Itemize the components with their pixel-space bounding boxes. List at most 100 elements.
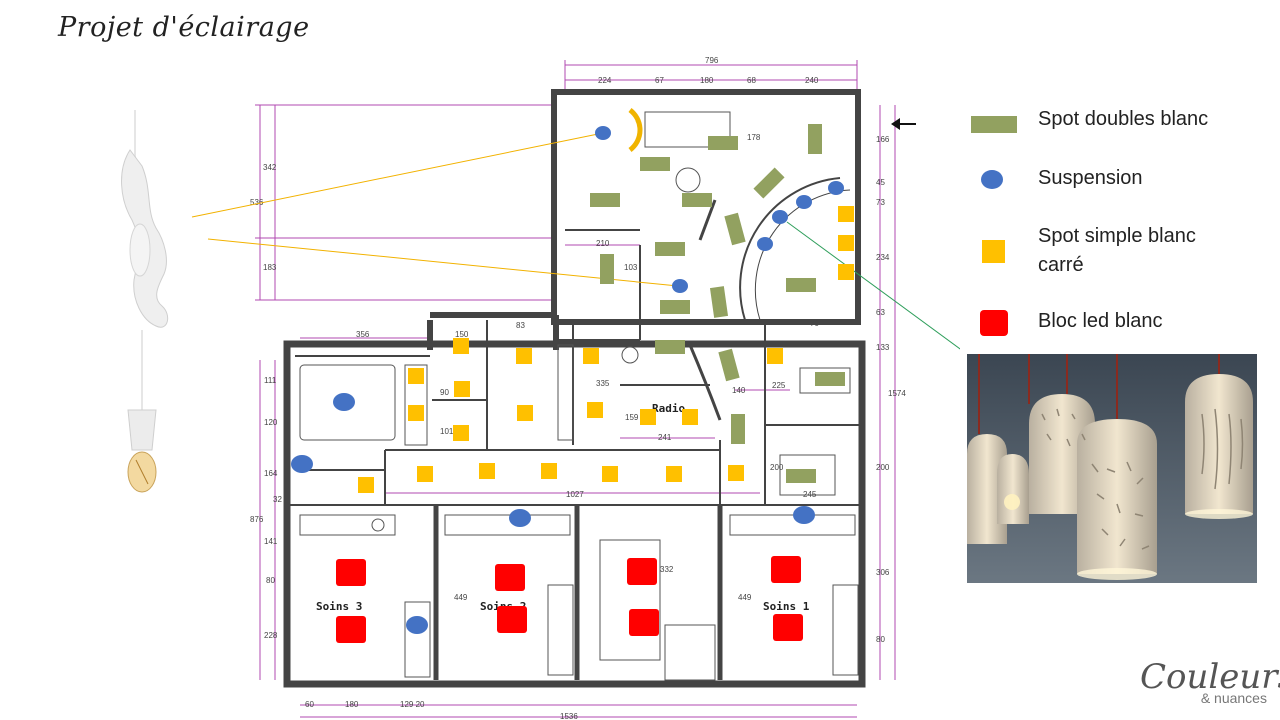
single-spot (408, 405, 424, 421)
dim-183: 183 (263, 263, 277, 272)
legend-suspension-symbol (981, 170, 1003, 189)
suspension (828, 181, 844, 195)
dim-1536: 1536 (560, 712, 578, 720)
double-spot (718, 348, 740, 382)
pointer-line-bottom (207, 238, 679, 287)
suspension (509, 509, 531, 527)
dim-449b: 449 (738, 593, 752, 602)
dim-1027: 1027 (566, 490, 584, 499)
single-spot (640, 409, 656, 425)
dimension-labels: 796 224 67 180 68 240 342 536 183 178 16… (250, 56, 906, 720)
legend-single-spot-symbol (982, 240, 1005, 263)
single-spot (838, 206, 854, 222)
pointer-line-photo (786, 221, 960, 350)
single-spot (454, 381, 470, 397)
dim-133: 133 (876, 343, 890, 352)
single-spots (358, 206, 854, 493)
room-label-radio: Radio (652, 402, 685, 415)
dim-166: 166 (876, 135, 890, 144)
double-spot (708, 136, 738, 150)
dim-141: 141 (264, 537, 278, 546)
walls (283, 89, 866, 688)
single-spot (602, 466, 618, 482)
double-spot (753, 167, 785, 199)
dim-234: 234 (876, 253, 890, 262)
dim-67: 67 (655, 76, 664, 85)
dim-335: 335 (596, 379, 610, 388)
brand-name: Couleurs (1140, 657, 1280, 697)
single-spot (453, 338, 469, 354)
double-spot (786, 469, 816, 483)
legend-led-block-symbol (980, 310, 1008, 336)
suspension (793, 506, 815, 524)
dim-68: 68 (747, 76, 756, 85)
arrow-left-icon (891, 118, 916, 130)
legend-double-spot-symbol (971, 116, 1017, 133)
brand-logo: Couleurs & nuances (1140, 660, 1280, 706)
dimension-lines (255, 60, 896, 718)
single-spot (666, 466, 682, 482)
dim-101: 101 (440, 427, 454, 436)
single-spot (728, 465, 744, 481)
single-spot (682, 409, 698, 425)
led-blocks (336, 556, 803, 643)
legend-suspension-label: Suspension (1038, 167, 1143, 189)
room-label-soins3: Soins 3 (316, 600, 362, 613)
dim-103: 103 (624, 263, 638, 272)
legend-led-block-label: Bloc led blanc (1038, 310, 1163, 332)
dim-32: 32 (273, 495, 282, 504)
dim-228: 228 (264, 631, 278, 640)
dim-224: 224 (598, 76, 612, 85)
dim-180: 180 (700, 76, 714, 85)
dim-178: 178 (747, 133, 761, 142)
room-label-soins1: Soins 1 (763, 600, 810, 613)
suspension (672, 279, 688, 293)
led-block (773, 614, 803, 641)
suspension (772, 210, 788, 224)
single-spot (417, 466, 433, 482)
suspensions (291, 126, 844, 634)
double-spot (682, 193, 712, 207)
dim-240: 240 (805, 76, 819, 85)
dim-60: 60 (305, 700, 314, 709)
led-block (336, 559, 366, 586)
dim-306: 306 (876, 568, 890, 577)
single-spot (838, 264, 854, 280)
dim-180b: 180 (345, 700, 359, 709)
single-spot (408, 368, 424, 384)
led-block (629, 609, 659, 636)
single-spot (587, 402, 603, 418)
pointer-line-top (191, 132, 604, 218)
led-block (336, 616, 366, 643)
suspension (595, 126, 611, 140)
squirrel-lamp-image (121, 110, 169, 493)
suspension (333, 393, 355, 411)
furniture (299, 108, 859, 681)
dim-80b: 80 (876, 635, 885, 644)
double-spot (640, 157, 670, 171)
double-spot (590, 193, 620, 207)
led-block (497, 606, 527, 633)
single-spot (583, 348, 599, 364)
dim-796: 796 (705, 56, 719, 65)
single-spot (358, 477, 374, 493)
double-spot (815, 372, 845, 386)
double-spot (655, 340, 685, 354)
legend-double-spot-label: Spot doubles blanc (1038, 108, 1209, 130)
floor-plan: Soins 3 Soins 2 Soins 1 Radio 796 224 67… (191, 56, 960, 720)
dim-63: 63 (876, 308, 885, 317)
double-spot (786, 278, 816, 292)
dim-140: 140 (732, 386, 746, 395)
dim-80: 80 (266, 576, 275, 585)
double-spots (590, 124, 845, 483)
dim-70: 70 (810, 319, 819, 328)
double-spot (709, 286, 729, 318)
dim-90: 90 (440, 388, 449, 397)
double-spot (600, 254, 614, 284)
led-block (627, 558, 657, 585)
double-spot (724, 212, 746, 246)
single-spot (838, 235, 854, 251)
led-block (771, 556, 801, 583)
dim-241: 241 (658, 433, 672, 442)
slide-title: Projet d'éclairage (58, 12, 310, 43)
